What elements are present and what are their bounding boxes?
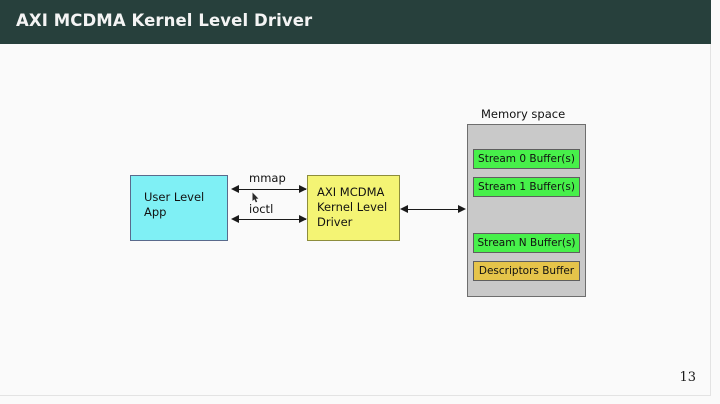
mmap-arrow-head-right xyxy=(299,185,307,193)
mouse-cursor-icon xyxy=(252,192,259,203)
memory-arrow-head-left xyxy=(400,205,408,213)
user-level-app-box: User Level App xyxy=(130,175,228,241)
memory-segment-stream-0: Stream 0 Buffer(s) xyxy=(473,149,580,169)
mmap-arrow-label: mmap xyxy=(249,171,286,185)
page-title: AXI MCDMA Kernel Level Driver xyxy=(16,11,313,30)
memory-arrow-head-right xyxy=(458,205,466,213)
memory-space-label: Memory space xyxy=(481,107,566,121)
memory-arrow-line xyxy=(407,209,461,210)
ioctl-arrow-label: ioctl xyxy=(249,202,274,216)
memory-space-block: Stream 0 Buffer(s) Stream 1 Buffer(s) St… xyxy=(467,124,586,297)
mmap-arrow-line xyxy=(238,189,306,190)
page-number: 13 xyxy=(679,370,696,385)
slide-title-bar: AXI MCDMA Kernel Level Driver xyxy=(0,0,711,44)
memory-segment-stream-1: Stream 1 Buffer(s) xyxy=(473,177,580,197)
driver-line-3: Driver xyxy=(317,215,353,230)
driver-line-2: Kernel Level xyxy=(317,200,388,215)
ioctl-arrow-line xyxy=(238,219,306,220)
mmap-arrow-head-left xyxy=(231,185,239,193)
ioctl-arrow-head-left xyxy=(231,215,239,223)
user-app-line-2: App xyxy=(144,205,167,220)
driver-line-1: AXI MCDMA xyxy=(317,185,385,199)
ioctl-arrow-head-right xyxy=(299,215,307,223)
memory-segment-stream-n: Stream N Buffer(s) xyxy=(473,233,580,253)
memory-segment-descriptors: Descriptors Buffer xyxy=(473,261,580,281)
user-app-line-1: User Level xyxy=(144,190,205,204)
axi-mcdma-driver-box: AXI MCDMA Kernel Level Driver xyxy=(307,175,400,241)
